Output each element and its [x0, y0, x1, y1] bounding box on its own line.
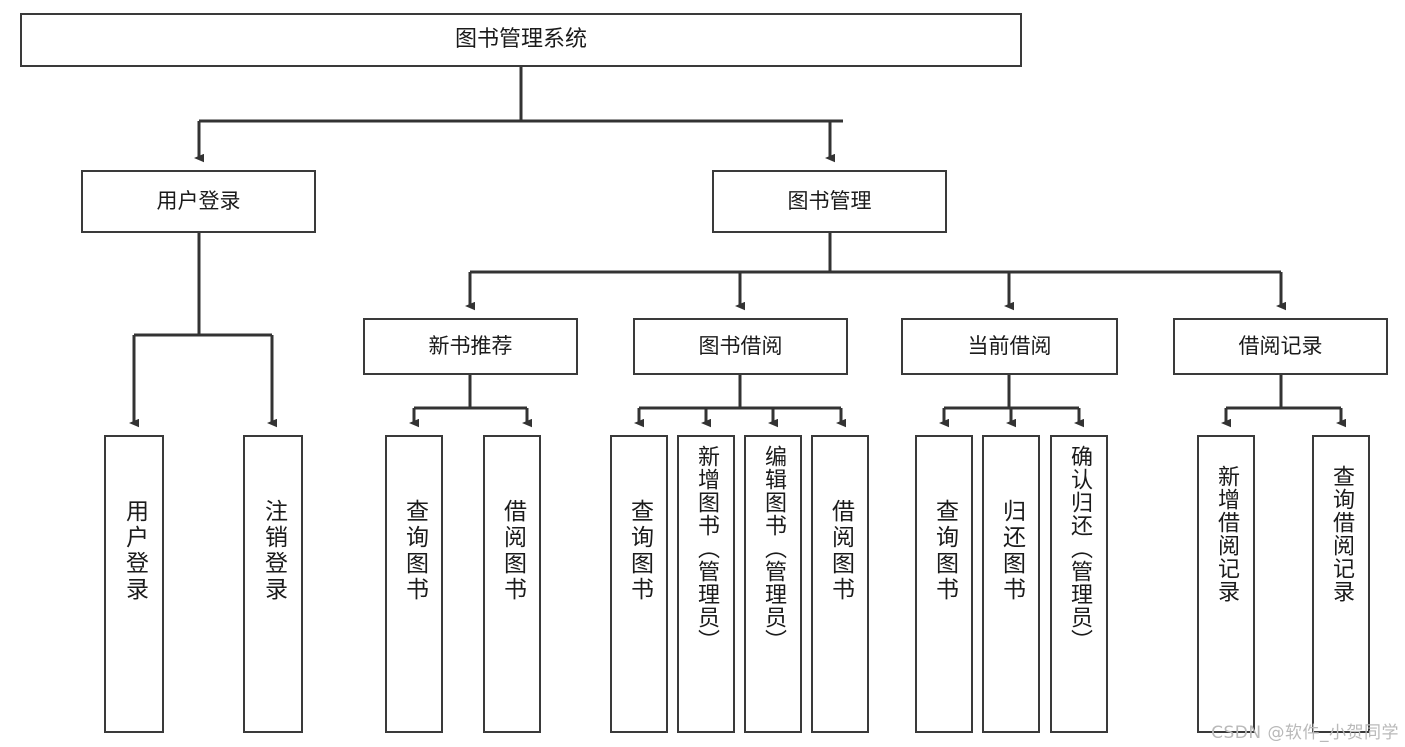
leaf-query-book-1[interactable]: 查询图书 [385, 435, 443, 733]
node-current-borrow[interactable]: 当前借阅 [901, 318, 1118, 375]
node-label: 借阅记录 [1238, 334, 1323, 359]
node-user-login[interactable]: 用户登录 [81, 170, 316, 233]
node-label: 注销登录 [260, 499, 287, 603]
node-borrow-record[interactable]: 借阅记录 [1173, 318, 1388, 375]
node-label: 用户登录 [121, 499, 148, 603]
leaf-edit-book-admin[interactable]: 编辑图书（管理员） [744, 435, 802, 733]
node-label: 确认归还（管理员） [1067, 445, 1092, 652]
node-label: 新书推荐 [428, 334, 513, 359]
leaf-confirm-return-admin[interactable]: 确认归还（管理员） [1050, 435, 1108, 733]
node-label: 查询图书 [401, 499, 428, 603]
node-label: 查询图书 [931, 499, 958, 603]
node-label: 借阅图书 [499, 499, 526, 603]
leaf-borrow-book-2[interactable]: 借阅图书 [811, 435, 869, 733]
leaf-add-borrow-record[interactable]: 新增借阅记录 [1197, 435, 1255, 733]
node-book-manage[interactable]: 图书管理 [712, 170, 947, 233]
node-label: 图书借阅 [698, 334, 783, 359]
node-label: 借阅图书 [827, 499, 854, 603]
leaf-query-book-3[interactable]: 查询图书 [915, 435, 973, 733]
leaf-borrow-book-1[interactable]: 借阅图书 [483, 435, 541, 733]
node-root-system[interactable]: 图书管理系统 [20, 13, 1022, 67]
leaf-user-login[interactable]: 用户登录 [104, 435, 164, 733]
node-new-book-recommend[interactable]: 新书推荐 [363, 318, 578, 375]
node-label: 新增图书（管理员） [694, 445, 719, 652]
node-label: 新增借阅记录 [1214, 465, 1239, 603]
leaf-query-borrow-record[interactable]: 查询借阅记录 [1312, 435, 1370, 733]
node-label: 当前借阅 [967, 334, 1052, 359]
node-book-borrow[interactable]: 图书借阅 [633, 318, 848, 375]
node-label: 图书管理系统 [454, 27, 587, 53]
node-label: 查询借阅记录 [1329, 465, 1354, 603]
node-label: 编辑图书（管理员） [761, 445, 786, 652]
leaf-return-book[interactable]: 归还图书 [982, 435, 1040, 733]
node-label: 用户登录 [156, 189, 241, 214]
node-label: 查询图书 [626, 499, 653, 603]
leaf-query-book-2[interactable]: 查询图书 [610, 435, 668, 733]
node-label: 归还图书 [998, 499, 1025, 603]
leaf-add-book-admin[interactable]: 新增图书（管理员） [677, 435, 735, 733]
node-label: 图书管理 [787, 189, 872, 214]
leaf-logout-login[interactable]: 注销登录 [243, 435, 303, 733]
